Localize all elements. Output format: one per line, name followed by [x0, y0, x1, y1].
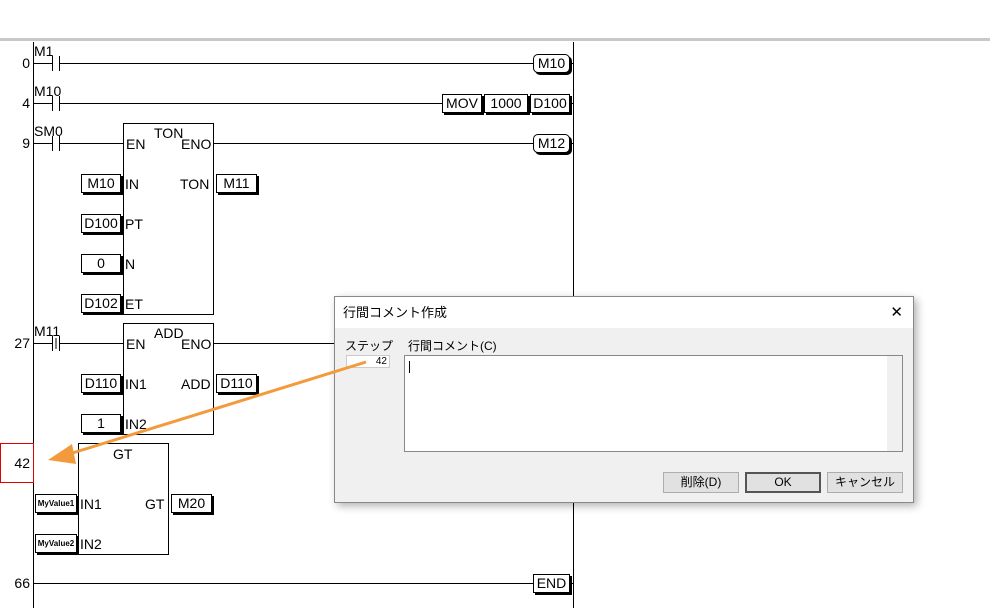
- function-block-add[interactable]: [123, 323, 214, 435]
- close-icon[interactable]: ✕: [890, 304, 903, 321]
- step-number: 4: [22, 95, 30, 111]
- operand[interactable]: M10: [81, 174, 121, 193]
- operand[interactable]: MyValue2: [35, 534, 77, 553]
- pin-label: IN2: [80, 536, 102, 552]
- operand[interactable]: MyValue1: [35, 494, 77, 513]
- pin-label: ET: [125, 296, 143, 312]
- operand[interactable]: M11: [216, 174, 257, 193]
- comment-label: 行間コメント(C): [408, 339, 497, 353]
- cancel-button[interactable]: キャンセル: [827, 472, 903, 493]
- function-block-ton[interactable]: [123, 123, 214, 315]
- contact-label[interactable]: SM0: [34, 123, 63, 139]
- delete-button[interactable]: 削除(D): [663, 472, 739, 493]
- ok-button[interactable]: OK: [745, 472, 821, 493]
- pin-label: IN: [125, 176, 139, 192]
- pin-label: EN: [126, 336, 146, 352]
- coil[interactable]: M12: [533, 134, 570, 153]
- operand[interactable]: 1000: [484, 94, 528, 113]
- pin-label: IN1: [80, 496, 102, 512]
- operand[interactable]: D110: [216, 374, 257, 393]
- dialog-title: 行間コメント作成: [343, 305, 448, 320]
- operand[interactable]: D110: [81, 374, 121, 393]
- step-number: 9: [22, 135, 30, 151]
- toolbar-area: [0, 0, 990, 41]
- step-label: ステップ: [345, 339, 394, 353]
- contact-label[interactable]: M1: [34, 43, 54, 59]
- coil[interactable]: M10: [533, 54, 570, 73]
- pin-label: TON: [180, 176, 210, 192]
- pin-label: ADD: [181, 376, 211, 392]
- pin-label: N: [125, 256, 136, 272]
- operand[interactable]: D100: [530, 94, 570, 113]
- instruction-mov[interactable]: MOV: [442, 94, 482, 113]
- block-title: ADD: [154, 325, 184, 341]
- dialog-title-bar[interactable]: 行間コメント作成 ✕: [335, 297, 913, 328]
- operand[interactable]: M20: [171, 494, 212, 513]
- operand[interactable]: D100: [81, 214, 121, 233]
- pin-label: ENO: [181, 136, 212, 152]
- pin-label: IN2: [125, 416, 147, 432]
- pin-label: PT: [125, 216, 143, 232]
- pin-label: IN1: [125, 376, 147, 392]
- end-instruction[interactable]: END: [533, 574, 570, 593]
- contact-label[interactable]: M10: [34, 83, 62, 99]
- line-comment-dialog: 行間コメント作成 ✕ ステップ 行間コメント(C) 42 削除(D) OK キャ…: [334, 296, 914, 503]
- pin-label: GT: [145, 496, 165, 512]
- step-number: 0: [22, 55, 30, 71]
- operand[interactable]: D102: [81, 294, 121, 313]
- step-number-selected[interactable]: 42: [0, 443, 34, 483]
- pin-label: ENO: [181, 336, 212, 352]
- pin-label: EN: [126, 136, 146, 152]
- text-cursor: [409, 361, 410, 373]
- function-block-gt[interactable]: [78, 443, 169, 555]
- operand[interactable]: 1: [81, 414, 121, 433]
- comment-textarea[interactable]: [404, 355, 903, 452]
- block-title: GT: [113, 446, 133, 462]
- scrollbar[interactable]: [887, 356, 902, 451]
- step-number: 27: [14, 335, 30, 351]
- operand[interactable]: 0: [81, 254, 121, 273]
- contact-label[interactable]: M11: [34, 323, 61, 339]
- step-number: 66: [14, 575, 30, 591]
- block-title: TON: [154, 125, 184, 141]
